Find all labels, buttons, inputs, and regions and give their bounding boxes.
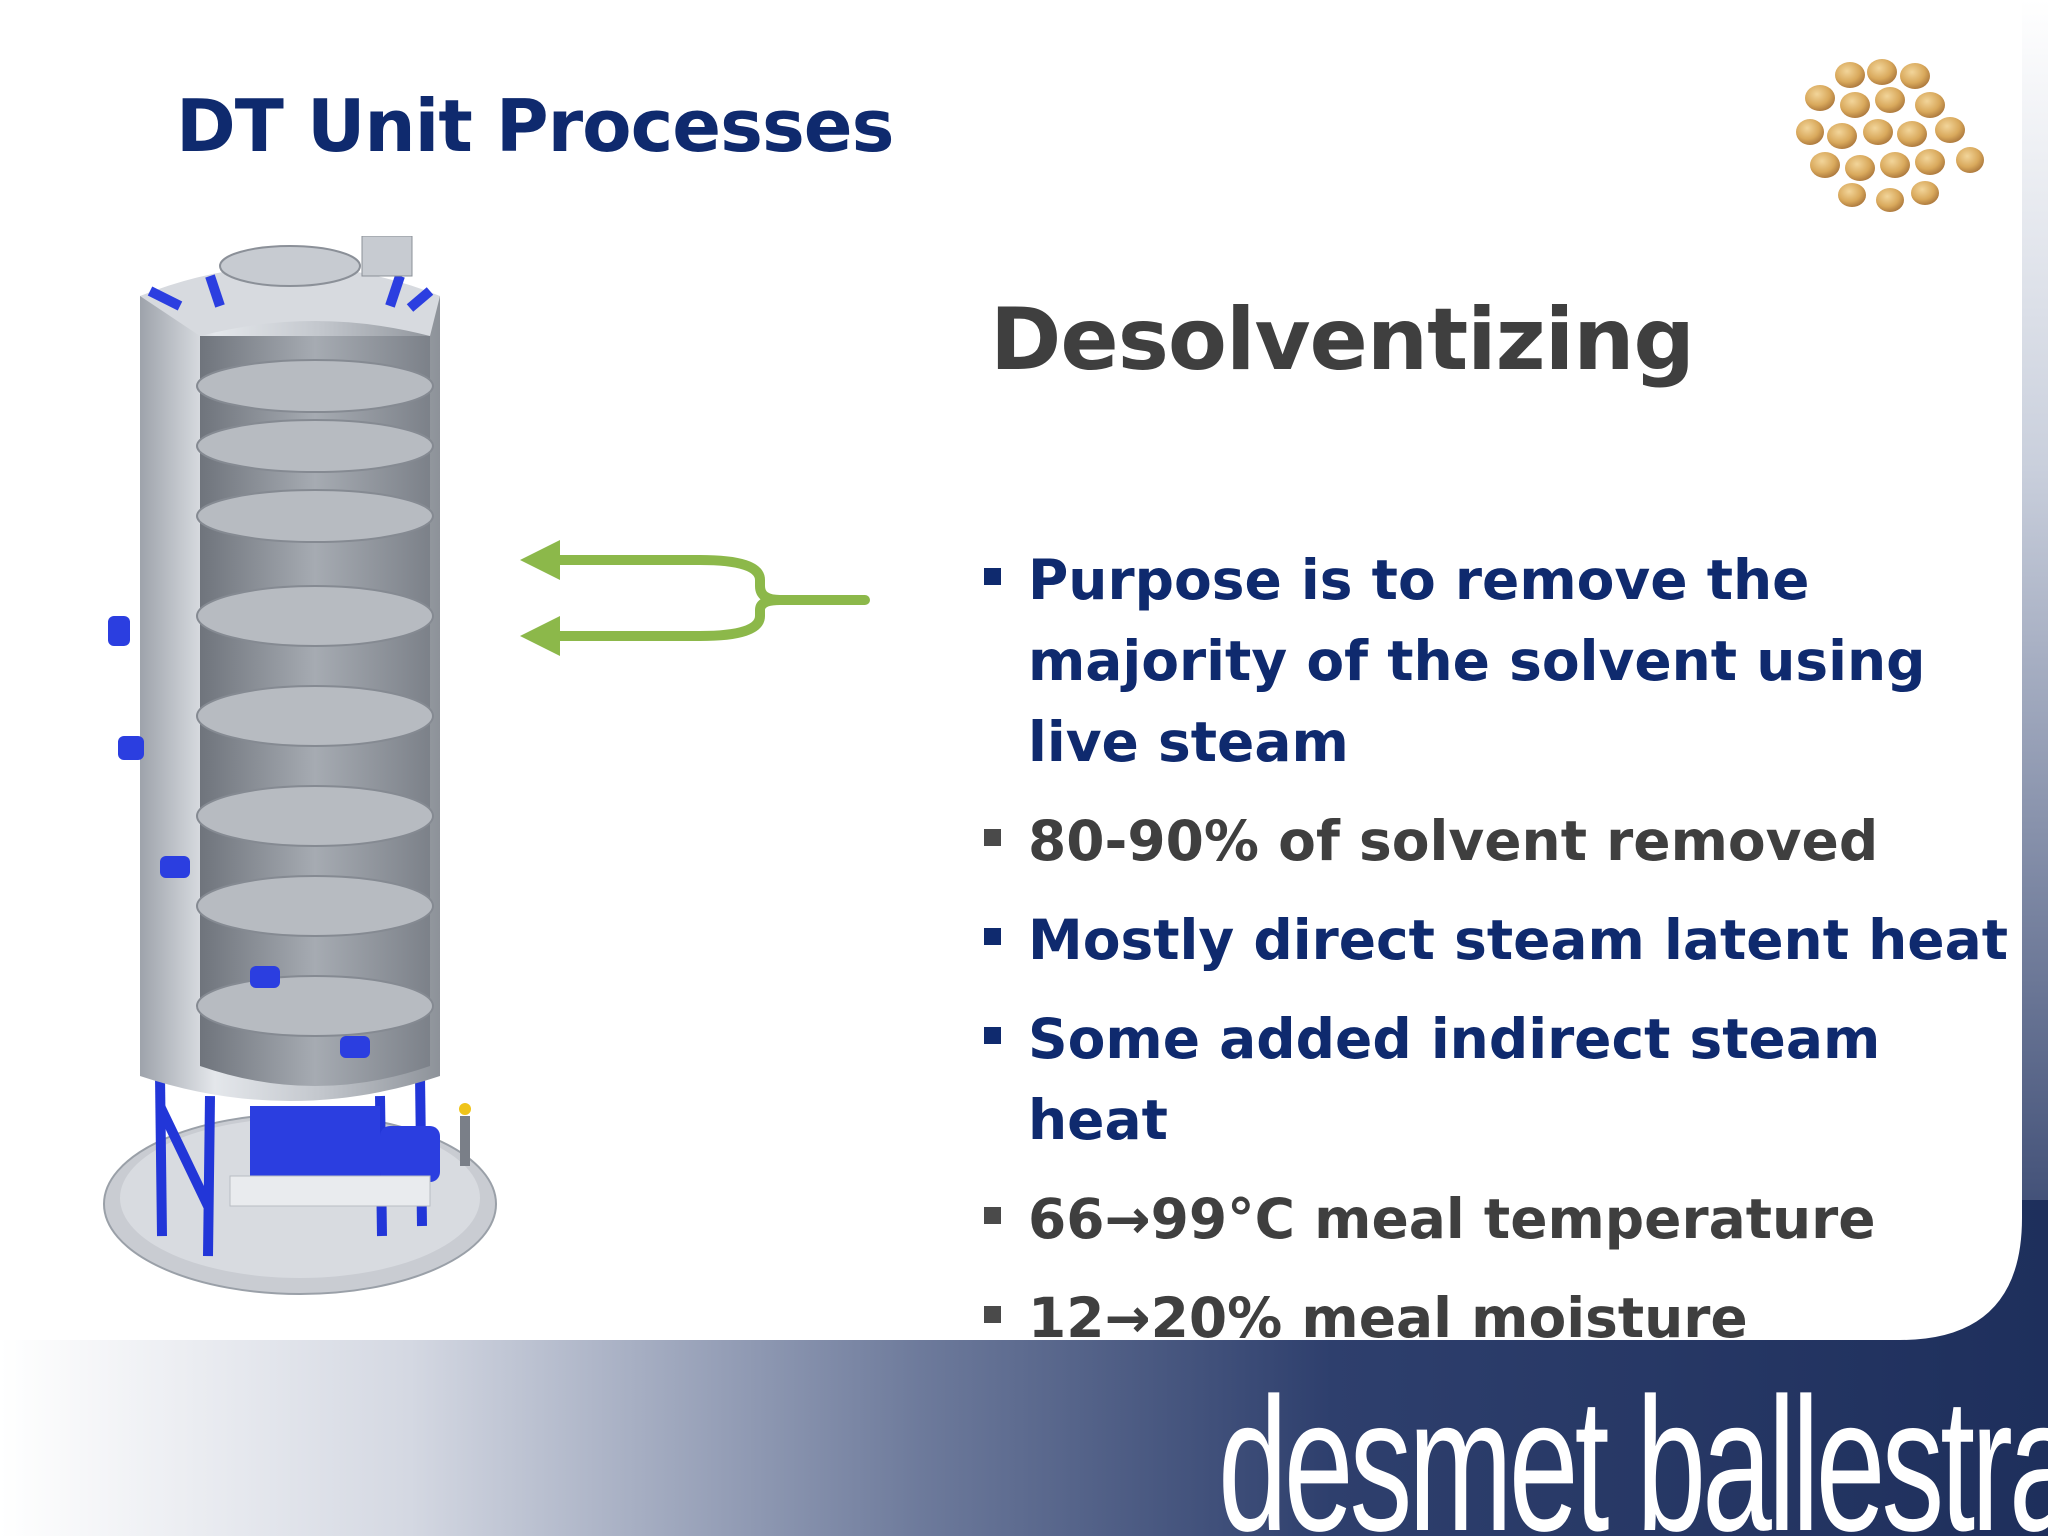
bullet-item: 80-90% of solvent removed <box>984 801 2014 882</box>
green-double-arrow <box>520 540 870 656</box>
bullet-text: 12→20% meal moisture <box>1028 1286 1748 1350</box>
bullet-item: Mostly direct steam latent heat <box>984 900 2014 981</box>
bullet-text: Some added indirect steam heat <box>1028 1007 1881 1152</box>
bullet-square-icon <box>984 568 1001 585</box>
bullet-square-icon <box>984 829 1001 846</box>
bullet-text: 66→99°C meal temperature <box>1028 1187 1876 1251</box>
bullet-square-icon <box>984 928 1001 945</box>
section-heading: Desolventizing <box>990 290 1695 390</box>
slide-title: DT Unit Processes <box>176 84 894 168</box>
bullet-item: Some added indirect steam heat <box>984 999 2014 1161</box>
bullet-text: 80-90% of solvent removed <box>1028 809 1879 873</box>
bullet-square-icon <box>984 1207 1001 1224</box>
soybeans-image <box>1796 59 1984 212</box>
bullet-square-icon <box>984 1306 1001 1323</box>
desolventizer-toaster-illustration <box>103 236 497 1295</box>
bullet-item: Purpose is to remove the majority of the… <box>984 540 2014 783</box>
bullet-text: Purpose is to remove the majority of the… <box>1028 548 1926 774</box>
bullet-square-icon <box>984 1027 1001 1044</box>
brand-logo-text: desmet ballestra <box>1218 1359 2048 1536</box>
bullet-text: Mostly direct steam latent heat <box>1028 908 2009 972</box>
bullet-item: 66→99°C meal temperature <box>984 1179 2014 1260</box>
bullet-list: Purpose is to remove the majority of the… <box>984 540 2014 1377</box>
bullet-item: 12→20% meal moisture <box>984 1278 2014 1359</box>
